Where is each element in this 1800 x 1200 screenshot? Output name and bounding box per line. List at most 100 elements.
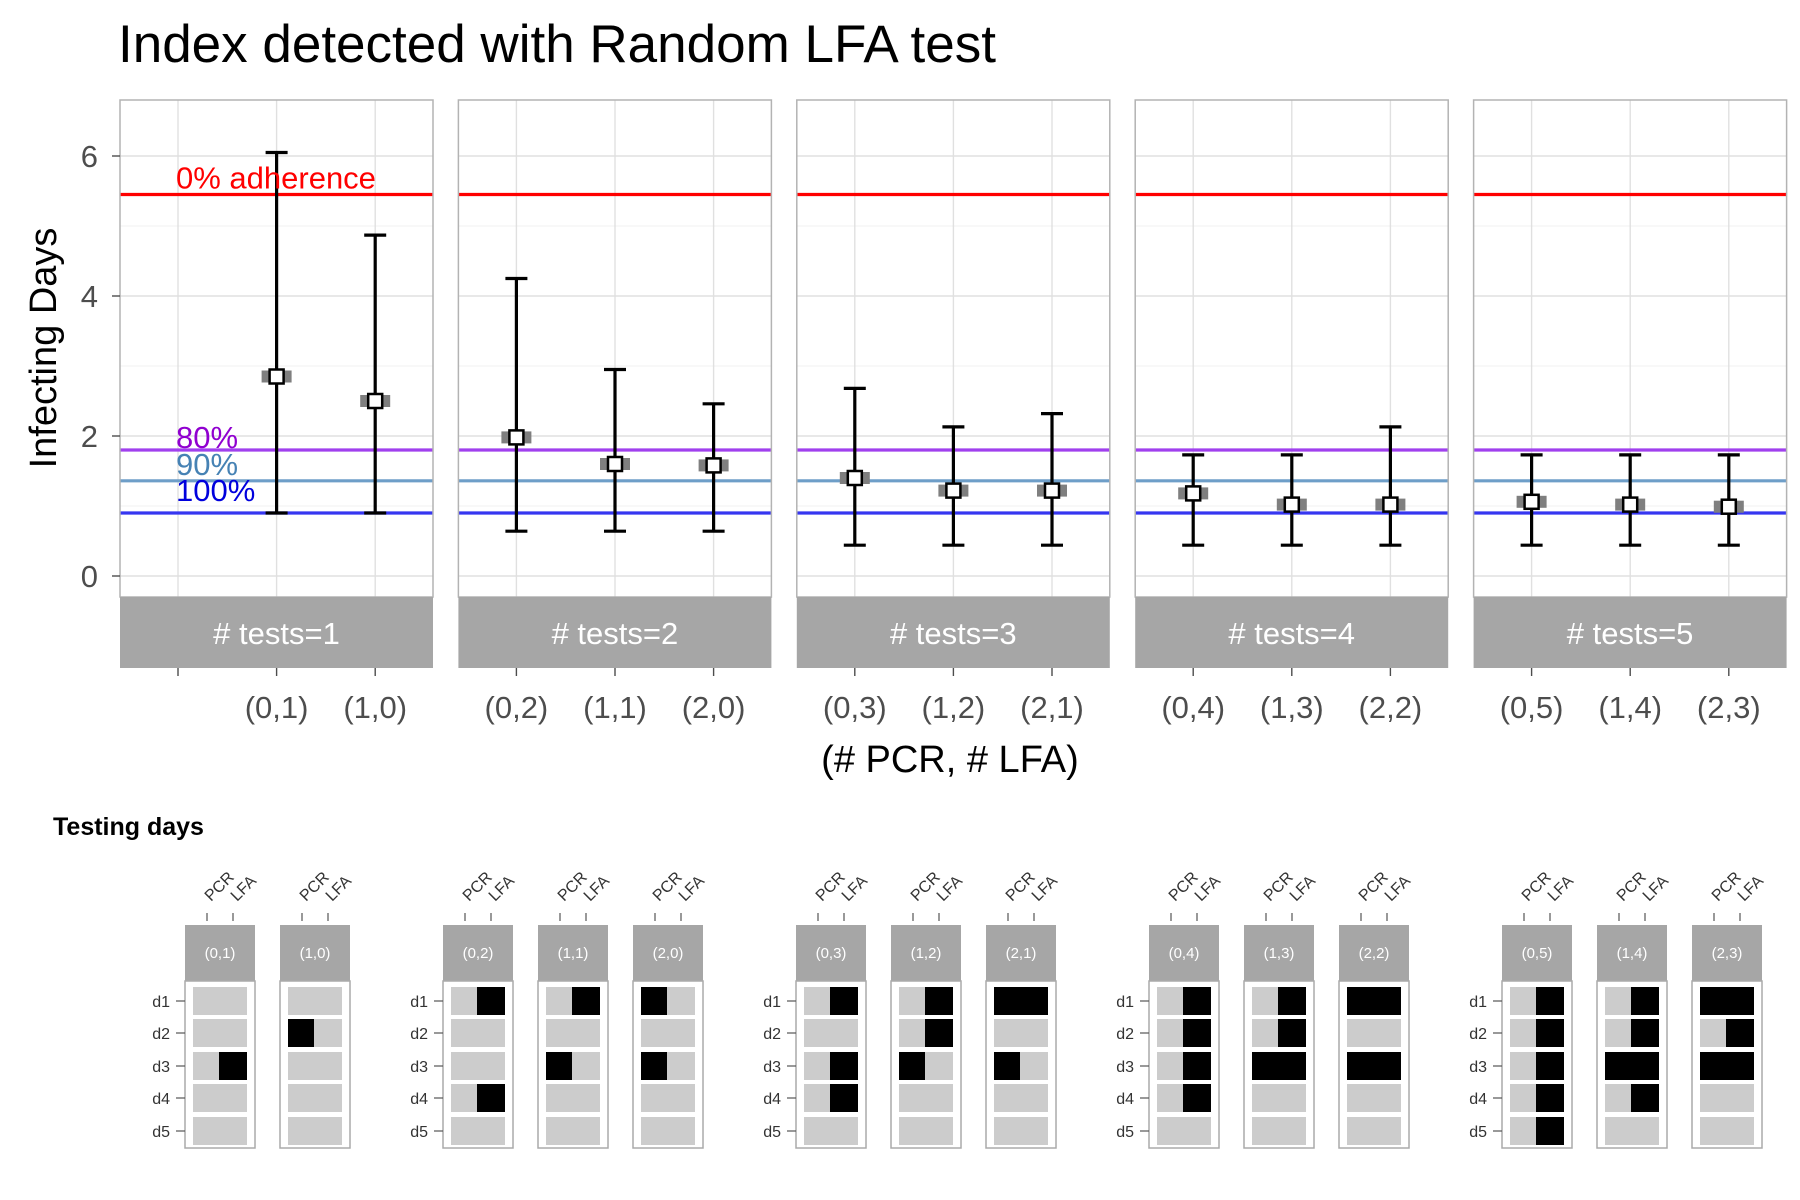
- schedule-strip: [1339, 925, 1409, 981]
- test-day-cell: [1605, 987, 1633, 1015]
- test-day-cell-active: [830, 1052, 858, 1080]
- y-tick-label: 6: [81, 139, 98, 174]
- test-day-cell: [477, 1052, 505, 1080]
- x-axis-label: (# PCR, # LFA): [821, 739, 1079, 781]
- row-label: d2: [763, 1026, 781, 1043]
- test-day-cell: [1726, 1084, 1754, 1112]
- panel-1: (0,1) (1,0) # tests=1: [119, 99, 434, 725]
- row-label: d3: [763, 1059, 781, 1076]
- test-day-cell: [1700, 1084, 1728, 1112]
- test-day-cell: [193, 1117, 221, 1145]
- x-tick-label: (1,0): [343, 690, 407, 725]
- column-label: PCR: [1261, 869, 1297, 905]
- test-day-cell: [667, 1084, 695, 1112]
- schedule-strip-label: (0,2): [463, 945, 494, 962]
- row-label: d4: [1469, 1091, 1487, 1108]
- reference-line-label: 80%: [176, 420, 238, 455]
- test-day-cell: [667, 987, 695, 1015]
- test-day-cell: [1020, 1052, 1048, 1080]
- test-day-cell: [1510, 1084, 1538, 1112]
- panel-strip-label: # tests=2: [552, 616, 679, 651]
- test-day-cell: [641, 1019, 669, 1047]
- test-day-cell: [546, 1117, 574, 1145]
- test-day-cell: [1278, 1117, 1306, 1145]
- test-day-cell-active: [1536, 1019, 1564, 1047]
- test-day-cell: [667, 1052, 695, 1080]
- row-label: d1: [1469, 994, 1487, 1011]
- test-day-cell: [667, 1117, 695, 1145]
- test-day-cell-active: [1278, 1052, 1306, 1080]
- x-tick-label: (0,5): [1500, 690, 1564, 725]
- row-label: d5: [152, 1124, 170, 1141]
- row-label: d1: [763, 994, 781, 1011]
- column-label: PCR: [908, 869, 944, 905]
- row-label: d3: [1469, 1059, 1487, 1076]
- test-day-cell-active: [1347, 987, 1375, 1015]
- test-day-cell: [477, 1117, 505, 1145]
- test-day-cell: [288, 1117, 316, 1145]
- test-day-cell-active: [1536, 987, 1564, 1015]
- y-tick-label: 0: [81, 559, 98, 594]
- test-day-cell: [899, 1084, 927, 1112]
- test-day-cell-active: [1536, 1052, 1564, 1080]
- column-label: PCR: [1709, 869, 1745, 905]
- x-tick-label: (2,0): [682, 690, 746, 725]
- row-label: d2: [1469, 1026, 1487, 1043]
- panels-layer: (0,1)(1,0)# tests=1(0,2)(1,1)(2,0)# test…: [81, 99, 1788, 725]
- panel-strip-label: # tests=3: [890, 616, 1017, 651]
- test-day-cell-active: [830, 987, 858, 1015]
- test-day-cell: [899, 1117, 927, 1145]
- x-tick-label: (0,1): [245, 690, 309, 725]
- test-day-cell-active: [1183, 987, 1211, 1015]
- test-day-cell-active: [546, 1052, 574, 1080]
- test-day-cell: [830, 1117, 858, 1145]
- test-day-cell-active: [1726, 987, 1754, 1015]
- test-day-cell: [641, 1084, 669, 1112]
- column-label: PCR: [1166, 869, 1202, 905]
- point-marker: [1523, 493, 1540, 511]
- test-day-cell-active: [1020, 987, 1048, 1015]
- test-day-cell: [1020, 1084, 1048, 1112]
- panel-strip: [796, 597, 1110, 668]
- test-day-cell-active: [1373, 987, 1401, 1015]
- column-label: PCR: [1519, 869, 1555, 905]
- column-label: PCR: [460, 869, 496, 905]
- test-day-cell: [1510, 1019, 1538, 1047]
- test-day-cell: [1373, 1084, 1401, 1112]
- y-axis-label: Infecting Days: [23, 228, 65, 469]
- row-label: d1: [152, 994, 170, 1011]
- test-day-cell: [1157, 987, 1185, 1015]
- test-day-cell: [1347, 1084, 1375, 1112]
- schedule-strip-label: (0,4): [1169, 945, 1200, 962]
- test-day-cell: [804, 1052, 832, 1080]
- row-label: d2: [1116, 1026, 1134, 1043]
- schedule-strip-label: (0,3): [816, 945, 847, 962]
- chart-title: Index detected with Random LFA test: [118, 15, 996, 74]
- panel-2: (0,2)(1,1)(2,0)# tests=2: [457, 99, 773, 725]
- schedule-strip-label: (0,5): [1522, 945, 1553, 962]
- panel-strip-label: # tests=1: [213, 616, 340, 651]
- test-day-cell: [546, 1019, 574, 1047]
- x-tick-label: (2,1): [1020, 690, 1084, 725]
- test-day-cell: [994, 1117, 1022, 1145]
- test-day-cell: [546, 987, 574, 1015]
- point-marker: [705, 457, 722, 474]
- row-label: d3: [152, 1059, 170, 1076]
- test-day-cell: [572, 1019, 600, 1047]
- test-day-cell-active: [477, 987, 505, 1015]
- point-marker: [366, 392, 384, 410]
- reference-line-label: 100%: [176, 473, 255, 508]
- test-day-cell-active: [477, 1084, 505, 1112]
- reference-line-label: 0% adherence: [176, 161, 376, 196]
- point-marker: [1621, 496, 1639, 513]
- point-marker: [945, 482, 962, 499]
- row-label: d3: [410, 1059, 428, 1076]
- test-day-cell-active: [925, 1019, 953, 1047]
- point-marker: [268, 368, 285, 385]
